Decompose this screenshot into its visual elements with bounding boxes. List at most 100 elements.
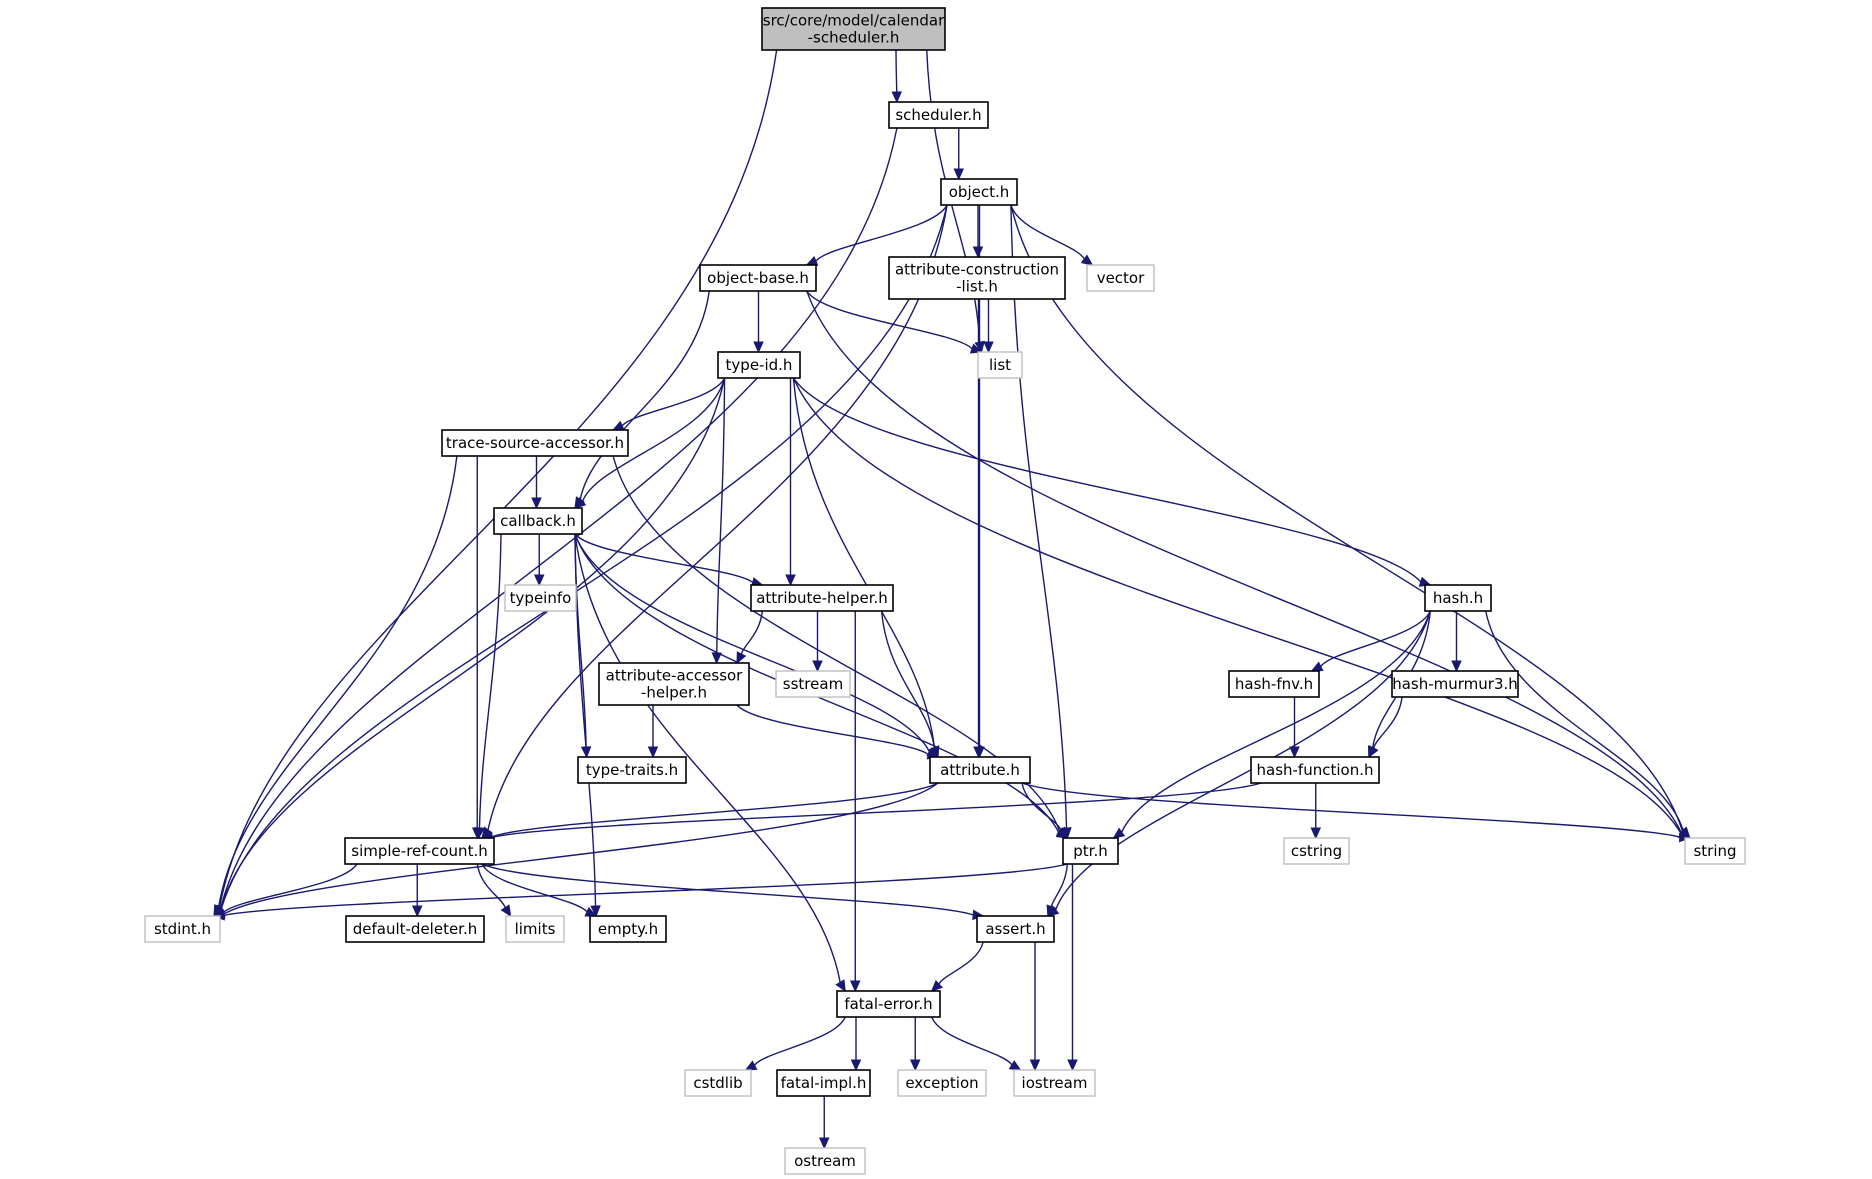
node-assert[interactable]: assert.h (976, 915, 1055, 943)
node-label: object.h (949, 183, 1010, 201)
node-attrconstr[interactable]: attribute-construction-list.h (888, 256, 1066, 300)
node-label: fatal-error.h (844, 995, 932, 1013)
node-root[interactable]: src/core/model/calendar-scheduler.h (761, 7, 946, 51)
node-box (750, 584, 894, 612)
node-label: hash-fnv.h (1235, 675, 1313, 693)
node-label: fatal-impl.h (781, 1074, 867, 1092)
node-typetraits[interactable]: type-traits.h (577, 756, 687, 784)
node-empty[interactable]: empty.h (589, 915, 667, 943)
edge-typeid-to-callback (574, 377, 726, 509)
node-box (1013, 1069, 1096, 1097)
edge-attrhelper-to-sstream (812, 611, 823, 673)
edge-assert-to-fatalerror (930, 941, 984, 992)
node-box (1086, 264, 1155, 292)
node-cstdlib: cstdlib (684, 1069, 752, 1097)
edge-object-to-vector (1010, 204, 1094, 266)
edge-simpleref-to-limits (476, 863, 512, 918)
node-hashfunc[interactable]: hash-function.h (1250, 756, 1380, 784)
node-box (577, 756, 687, 784)
node-label: type-traits.h (586, 761, 678, 779)
node-iostream: iostream (1013, 1069, 1096, 1097)
edge-objectbase-to-list (806, 290, 983, 354)
edge-callback-to-typeinfo (533, 534, 545, 587)
edge-assert-to-iostream (1029, 942, 1041, 1072)
edge-fatalerror-to-exception (909, 1017, 921, 1072)
node-box (504, 584, 577, 612)
node-fatalerror[interactable]: fatal-error.h (836, 990, 941, 1018)
node-hashfnv[interactable]: hash-fnv.h (1228, 670, 1320, 698)
node-label: attribute-construction (895, 261, 1059, 279)
node-box (929, 756, 1031, 784)
node-attraccessor[interactable]: attribute-accessor-helper.h (598, 662, 750, 706)
edge-object-to-objectbase (805, 204, 948, 266)
node-simpleref[interactable]: simple-ref-count.h (344, 837, 495, 865)
edge-attrconstr-to-list (983, 298, 994, 354)
node-ptr[interactable]: ptr.h (1062, 837, 1119, 865)
node-label: stdint.h (154, 920, 211, 938)
node-box (836, 990, 941, 1018)
node-object[interactable]: object.h (940, 178, 1018, 206)
node-label: attribute-helper.h (756, 589, 888, 607)
node-box (589, 915, 667, 943)
edge-hashmurmur-to-hashfunc (1368, 696, 1403, 759)
node-label: -list.h (956, 278, 998, 296)
edge-fatalerror-to-iostream (931, 1016, 1022, 1071)
node-attrhelper[interactable]: attribute-helper.h (750, 584, 894, 612)
edge-simpleref-to-assert (481, 863, 985, 921)
node-box (1391, 670, 1519, 698)
node-label: empty.h (598, 920, 658, 938)
node-label: sstream (783, 675, 843, 693)
node-typeinfo: typeinfo (504, 584, 577, 612)
node-box (761, 7, 946, 51)
node-string: string (1684, 837, 1746, 865)
edge-callback-to-fatalerror (574, 533, 846, 993)
node-box (441, 429, 629, 457)
edge-ptr-to-assert (1046, 863, 1069, 918)
node-box (776, 1069, 871, 1097)
node-box (1250, 756, 1380, 784)
node-hash[interactable]: hash.h (1424, 584, 1492, 612)
node-box (976, 915, 1055, 943)
node-typeid[interactable]: type-id.h (717, 351, 801, 379)
edge-attraccessor-to-typetraits (647, 705, 659, 759)
node-label: iostream (1022, 1074, 1088, 1092)
node-box (493, 507, 583, 535)
node-box (144, 915, 221, 943)
node-defdeleter[interactable]: default-deleter.h (345, 915, 485, 943)
node-list: list (977, 351, 1023, 379)
node-box (888, 101, 989, 129)
node-box (717, 351, 801, 379)
node-stdint: stdint.h (144, 915, 221, 943)
node-limits: limits (505, 915, 565, 943)
node-attribute[interactable]: attribute.h (929, 756, 1031, 784)
edge-typeid-to-attrhelper (785, 377, 796, 587)
node-box (684, 1069, 752, 1097)
edge-object-to-attrconstr (972, 205, 984, 259)
node-cstring: cstring (1283, 837, 1350, 865)
node-fatalimpl[interactable]: fatal-impl.h (776, 1069, 871, 1097)
node-objectbase[interactable]: object-base.h (699, 264, 817, 292)
node-label: type-id.h (726, 356, 793, 374)
node-box (977, 351, 1023, 379)
node-box (598, 662, 750, 706)
node-label: attribute.h (940, 761, 1020, 779)
edge-fatalerror-to-fatalimpl (850, 1017, 862, 1072)
node-tracesrc[interactable]: trace-source-accessor.h (441, 429, 629, 457)
edge-scheduler-to-object (953, 128, 965, 181)
edge-hash-to-ptr (1112, 610, 1431, 839)
node-box (1424, 584, 1492, 612)
node-hashmurmur[interactable]: hash-murmur3.h (1391, 670, 1519, 698)
node-label: limits (515, 920, 556, 938)
node-callback[interactable]: callback.h (493, 507, 583, 535)
node-label: callback.h (500, 512, 576, 530)
edge-typeid-to-attribute (792, 377, 940, 759)
edge-typeid-to-hash (792, 377, 1432, 587)
node-scheduler[interactable]: scheduler.h (888, 101, 989, 129)
edge-root-to-scheduler (891, 49, 903, 104)
node-label: -helper.h (641, 684, 707, 702)
edge-hashfnv-to-hashfunc (1289, 696, 1300, 759)
node-vector: vector (1086, 264, 1155, 292)
node-label: src/core/model/calendar (763, 12, 945, 30)
node-label: object-base.h (707, 269, 809, 287)
edge-callback-to-typetraits (574, 533, 592, 759)
